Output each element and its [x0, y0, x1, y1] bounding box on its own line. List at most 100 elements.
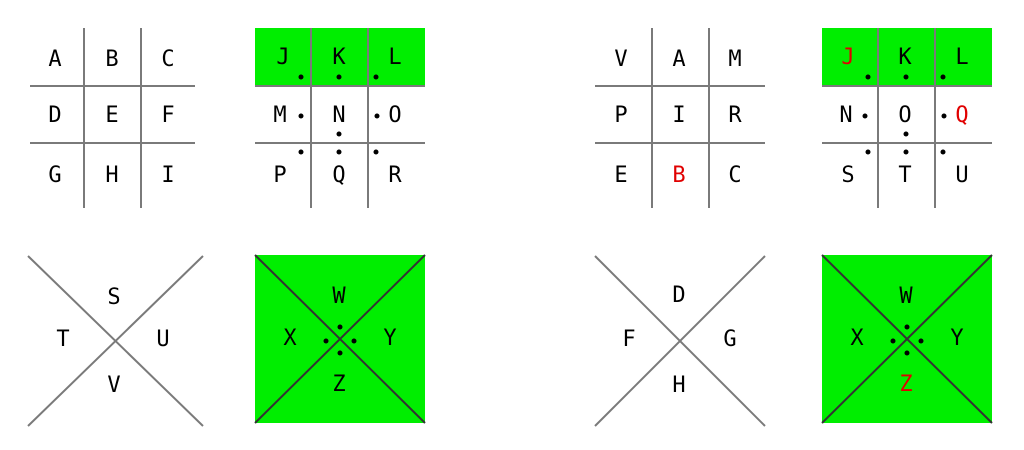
left-plain-grid: A B C D E F G H I: [30, 28, 195, 208]
cell-letter: R: [388, 163, 402, 188]
x-letter-right: Y: [950, 326, 964, 351]
cell-letter: N: [332, 103, 346, 128]
dot-marker: [373, 149, 379, 155]
cell-letter: P: [614, 103, 628, 128]
dot-marker: [903, 131, 909, 137]
cell-letter: A: [48, 47, 62, 72]
dot-marker: [336, 131, 342, 137]
cell-letter: E: [614, 163, 628, 188]
x-letter-top: D: [672, 283, 686, 308]
dot-marker: [941, 113, 947, 119]
cell-letter: I: [672, 103, 686, 128]
cell-letter: O: [388, 103, 402, 128]
x-lines: [254, 254, 426, 424]
cell-letter: T: [898, 163, 912, 188]
dot-marker: [298, 113, 304, 119]
cell-letter: J: [276, 45, 290, 70]
cell-letter: B: [105, 47, 119, 72]
cell-letter: N: [839, 103, 853, 128]
x-lines: [821, 254, 993, 424]
x-letter-left: X: [850, 326, 864, 351]
grid-line: [83, 28, 85, 208]
grid-line: [255, 142, 425, 144]
cell-letter: I: [161, 163, 175, 188]
grid-line: [708, 28, 710, 208]
cell-letter: F: [161, 103, 175, 128]
right-plain-x: D F G H: [594, 255, 766, 427]
cell-letter: E: [105, 103, 119, 128]
dot-marker: [940, 149, 946, 155]
cell-letter: L: [955, 45, 969, 70]
dot-marker: [351, 338, 357, 344]
x-letter-left: T: [56, 327, 70, 352]
x-letter-bottom: V: [107, 373, 121, 398]
x-lines: [27, 255, 204, 427]
grid-line: [30, 85, 195, 87]
dot-marker: [336, 74, 342, 80]
x-letter-bottom: H: [672, 373, 686, 398]
x-letter-left: F: [622, 327, 636, 352]
cell-letter: R: [728, 103, 742, 128]
cell-letter: C: [161, 47, 175, 72]
cell-letter: A: [672, 47, 686, 72]
right-plain-grid: V A M P I R E B C: [595, 28, 765, 208]
grid-line: [934, 28, 936, 208]
right-dotted-grid: J K L N O Q S T U: [822, 28, 992, 208]
dot-marker: [903, 74, 909, 80]
x-letter-right: U: [156, 327, 170, 352]
dot-marker: [904, 324, 910, 330]
grid-line: [822, 142, 992, 144]
x-letter-bottom: Z: [332, 372, 346, 397]
dot-marker: [903, 149, 909, 155]
x-letter-right: G: [723, 327, 737, 352]
grid-line: [30, 142, 195, 144]
cell-letter: M: [273, 103, 287, 128]
grid-line: [367, 28, 369, 208]
cell-letter: K: [332, 45, 346, 70]
cell-letter: G: [48, 163, 62, 188]
cell-letter: M: [728, 47, 742, 72]
grid-line: [255, 85, 425, 87]
grid-line: [140, 28, 142, 208]
grid-line: [310, 28, 312, 208]
cell-letter-highlighted: B: [672, 163, 686, 188]
cell-letter: C: [728, 163, 742, 188]
dot-marker: [940, 74, 946, 80]
dot-marker: [337, 324, 343, 330]
x-lines: [594, 255, 766, 427]
dot-marker: [865, 149, 871, 155]
dot-marker: [890, 338, 896, 344]
grid-line: [595, 85, 765, 87]
grid-line: [595, 142, 765, 144]
cell-letter: Q: [332, 163, 346, 188]
x-letter-right: Y: [383, 326, 397, 351]
dot-marker: [918, 338, 924, 344]
x-letter-bottom-highlighted: Z: [899, 372, 913, 397]
grid-line: [822, 85, 992, 87]
left-dotted-x: W X Y Z: [254, 254, 426, 424]
dot-marker: [337, 350, 343, 356]
dot-marker: [865, 74, 871, 80]
dot-marker: [904, 350, 910, 356]
cell-letter-highlighted: Q: [955, 103, 969, 128]
dot-marker: [862, 113, 868, 119]
x-letter-left: X: [283, 326, 297, 351]
cell-letter-highlighted: J: [841, 45, 855, 70]
cell-letter: V: [614, 47, 628, 72]
dot-marker: [336, 149, 342, 155]
cell-letter: S: [841, 163, 855, 188]
dot-marker: [298, 74, 304, 80]
cell-letter: P: [273, 163, 287, 188]
x-letter-top: S: [107, 285, 121, 310]
dot-marker: [323, 338, 329, 344]
dot-marker: [373, 74, 379, 80]
grid-line: [877, 28, 879, 208]
cell-letter: D: [48, 103, 62, 128]
cell-letter: O: [898, 103, 912, 128]
right-dotted-x: W X Y Z: [821, 254, 993, 424]
left-plain-x: S T U V: [27, 255, 204, 427]
dot-marker: [298, 149, 304, 155]
cell-letter: H: [105, 163, 119, 188]
dot-marker: [374, 113, 380, 119]
x-letter-top: W: [899, 284, 913, 309]
